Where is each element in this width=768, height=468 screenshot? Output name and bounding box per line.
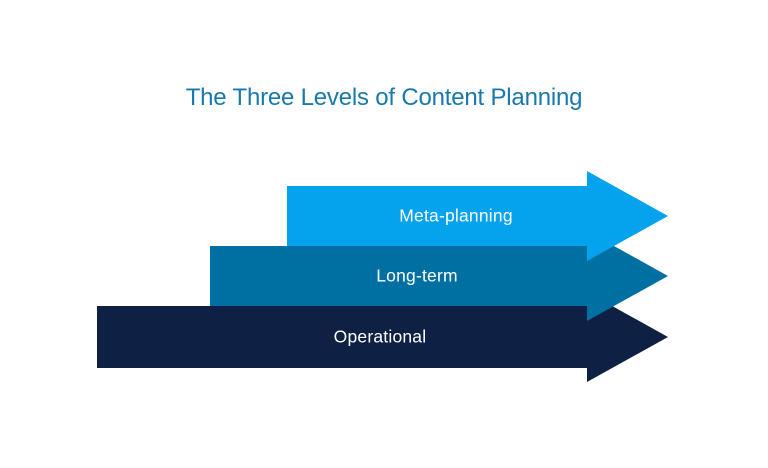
diagram-title: The Three Levels of Content Planning — [185, 84, 583, 111]
arrow-operational — [97, 292, 668, 382]
arrow-label-meta-planning: Meta-planning — [399, 205, 513, 226]
arrow-label-long-term: Long-term — [376, 265, 458, 286]
arrow-meta-planning — [287, 171, 668, 261]
arrow-long-term — [210, 231, 668, 321]
arrow-label-operational: Operational — [333, 326, 427, 347]
